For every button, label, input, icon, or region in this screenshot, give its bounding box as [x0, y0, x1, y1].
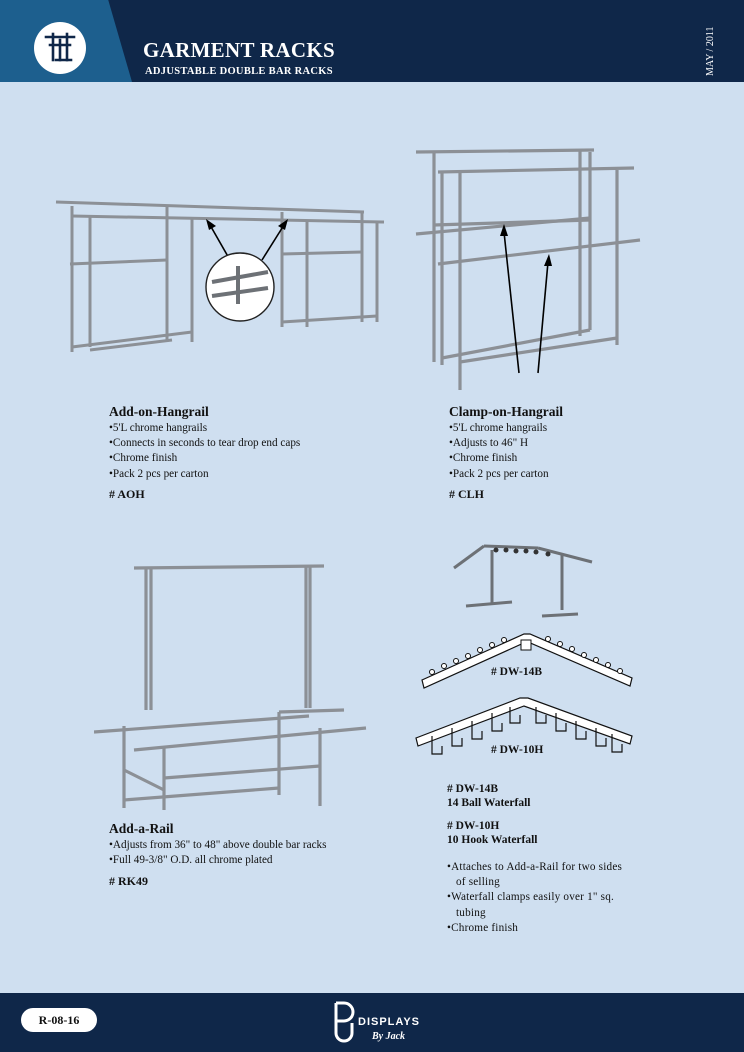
feature-item: Chrome finish — [449, 451, 549, 466]
clamp-on-hangrail-image — [415, 148, 641, 390]
feature-item: Attaches to Add-a-Rail for two sides of … — [447, 860, 632, 890]
dw-14b-name: 14 Ball Waterfall — [447, 797, 531, 809]
feature-item: Waterfall clamps easily over 1" sq. tubi… — [447, 890, 632, 920]
add-a-rail-title: Add-a-Rail — [109, 821, 174, 836]
page-title: GARMENT RACKS — [143, 38, 335, 62]
feature-item: 5'L chrome hangrails — [449, 421, 549, 436]
feature-item: Pack 2 pcs per carton — [109, 467, 300, 482]
feature-item: Full 49-3/8" O.D. all chrome plated — [109, 853, 327, 868]
feature-item: Connects in seconds to tear drop end cap… — [109, 436, 300, 451]
feature-item: Adjusts from 36" to 48" above double bar… — [109, 838, 327, 853]
add-a-rail-code: # RK49 — [109, 874, 148, 888]
feature-item: Chrome finish — [447, 921, 632, 936]
dw-14b-image — [421, 633, 633, 689]
add-on-hangrail-features: 5'L chrome hangrails Connects in seconds… — [109, 421, 300, 482]
add-on-hangrail-code: # AOH — [109, 487, 145, 501]
dw-10h-code: # DW-10H — [447, 820, 500, 832]
page-code-badge: R-08-16 — [21, 1008, 97, 1032]
date-label: MAY / 2011 — [705, 26, 716, 76]
waterfall-stand-image — [453, 544, 593, 618]
footer-bar — [0, 993, 744, 1052]
dw-10h-name: 10 Hook Waterfall — [447, 834, 538, 846]
brand-sub-text: By Jack — [371, 1031, 405, 1042]
rack-logo-icon — [34, 22, 86, 74]
brand-main-text: DISPLAYS — [358, 1016, 420, 1028]
clamp-on-hangrail-features: 5'L chrome hangrails Adjusts to 46" H Ch… — [449, 421, 549, 482]
feature-item: Pack 2 pcs per carton — [449, 467, 549, 482]
add-on-hangrail-image — [55, 200, 385, 352]
clamp-on-hangrail-code: # CLH — [449, 487, 485, 501]
add-a-rail-features: Adjusts from 36" to 48" above double bar… — [109, 838, 327, 868]
feature-item: Adjusts to 46" H — [449, 436, 549, 451]
dw-14b-code: # DW-14B — [447, 783, 499, 795]
waterfall-features: Attaches to Add-a-Rail for two sides of … — [447, 860, 632, 936]
feature-item: 5'L chrome hangrails — [109, 421, 300, 436]
brand-logo: DISPLAYS By Jack — [326, 997, 426, 1049]
feature-item: Chrome finish — [109, 451, 300, 466]
add-on-hangrail-title: Add-on-Hangrail — [109, 404, 209, 419]
dw-10h-label: # DW-10H — [491, 744, 544, 756]
clamp-on-hangrail-title: Clamp-on-Hangrail — [449, 404, 564, 419]
dw-14b-label: # DW-14B — [491, 666, 543, 678]
add-a-rail-image — [94, 564, 367, 810]
dw-10h-image — [415, 697, 633, 755]
page-subtitle: ADJUSTABLE DOUBLE BAR RACKS — [145, 66, 333, 77]
